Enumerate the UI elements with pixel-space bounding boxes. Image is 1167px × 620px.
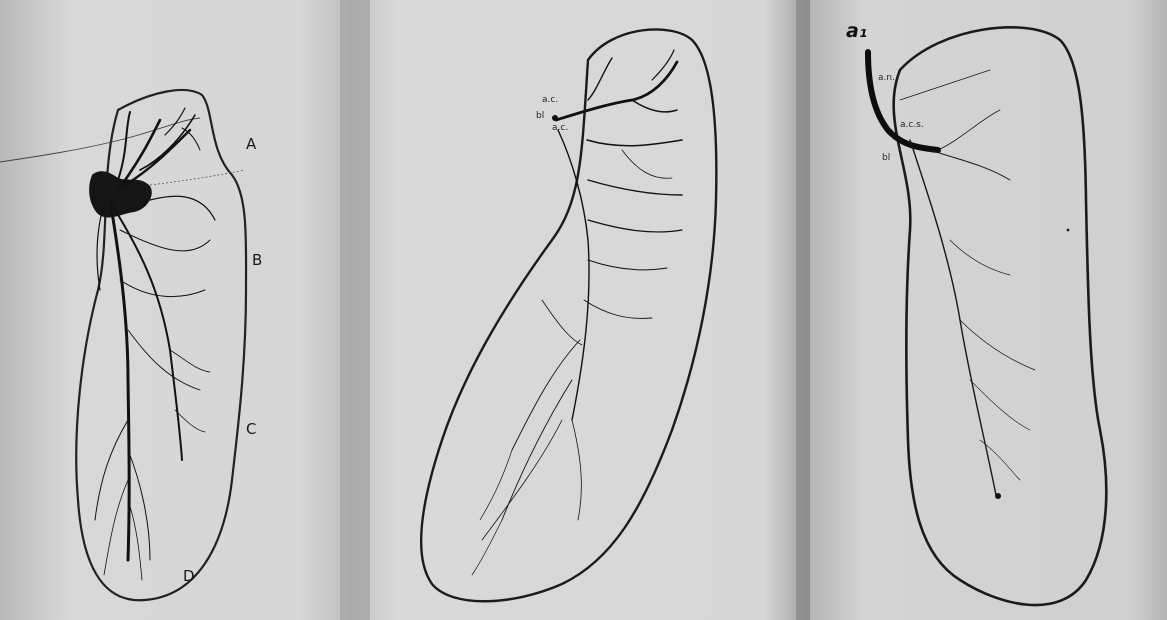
right-label-ac: a.c.s. bbox=[900, 121, 924, 130]
right-title-label: a₁ bbox=[846, 22, 867, 41]
middle-label-ac-2: a.c. bbox=[552, 124, 568, 133]
left-label-b: B bbox=[252, 253, 262, 268]
right-label-bl: bl bbox=[882, 154, 890, 163]
panel-middle-drawing bbox=[352, 0, 810, 620]
left-label-d: D bbox=[183, 569, 195, 584]
middle-label-ac-1: a.c. bbox=[542, 96, 558, 105]
panel-right: a₁ a.n. a.c.s. bl bbox=[810, 0, 1167, 620]
left-label-a: A bbox=[246, 137, 256, 152]
left-label-c: C bbox=[246, 422, 256, 437]
panel-left: A B C D bbox=[0, 0, 352, 620]
panel-left-drawing bbox=[0, 0, 352, 620]
panel-middle: a.c. a.c. bl bbox=[352, 0, 810, 620]
panel-right-drawing bbox=[810, 0, 1167, 620]
right-label-an: a.n. bbox=[878, 74, 895, 83]
middle-label-bl: bl bbox=[536, 112, 544, 121]
